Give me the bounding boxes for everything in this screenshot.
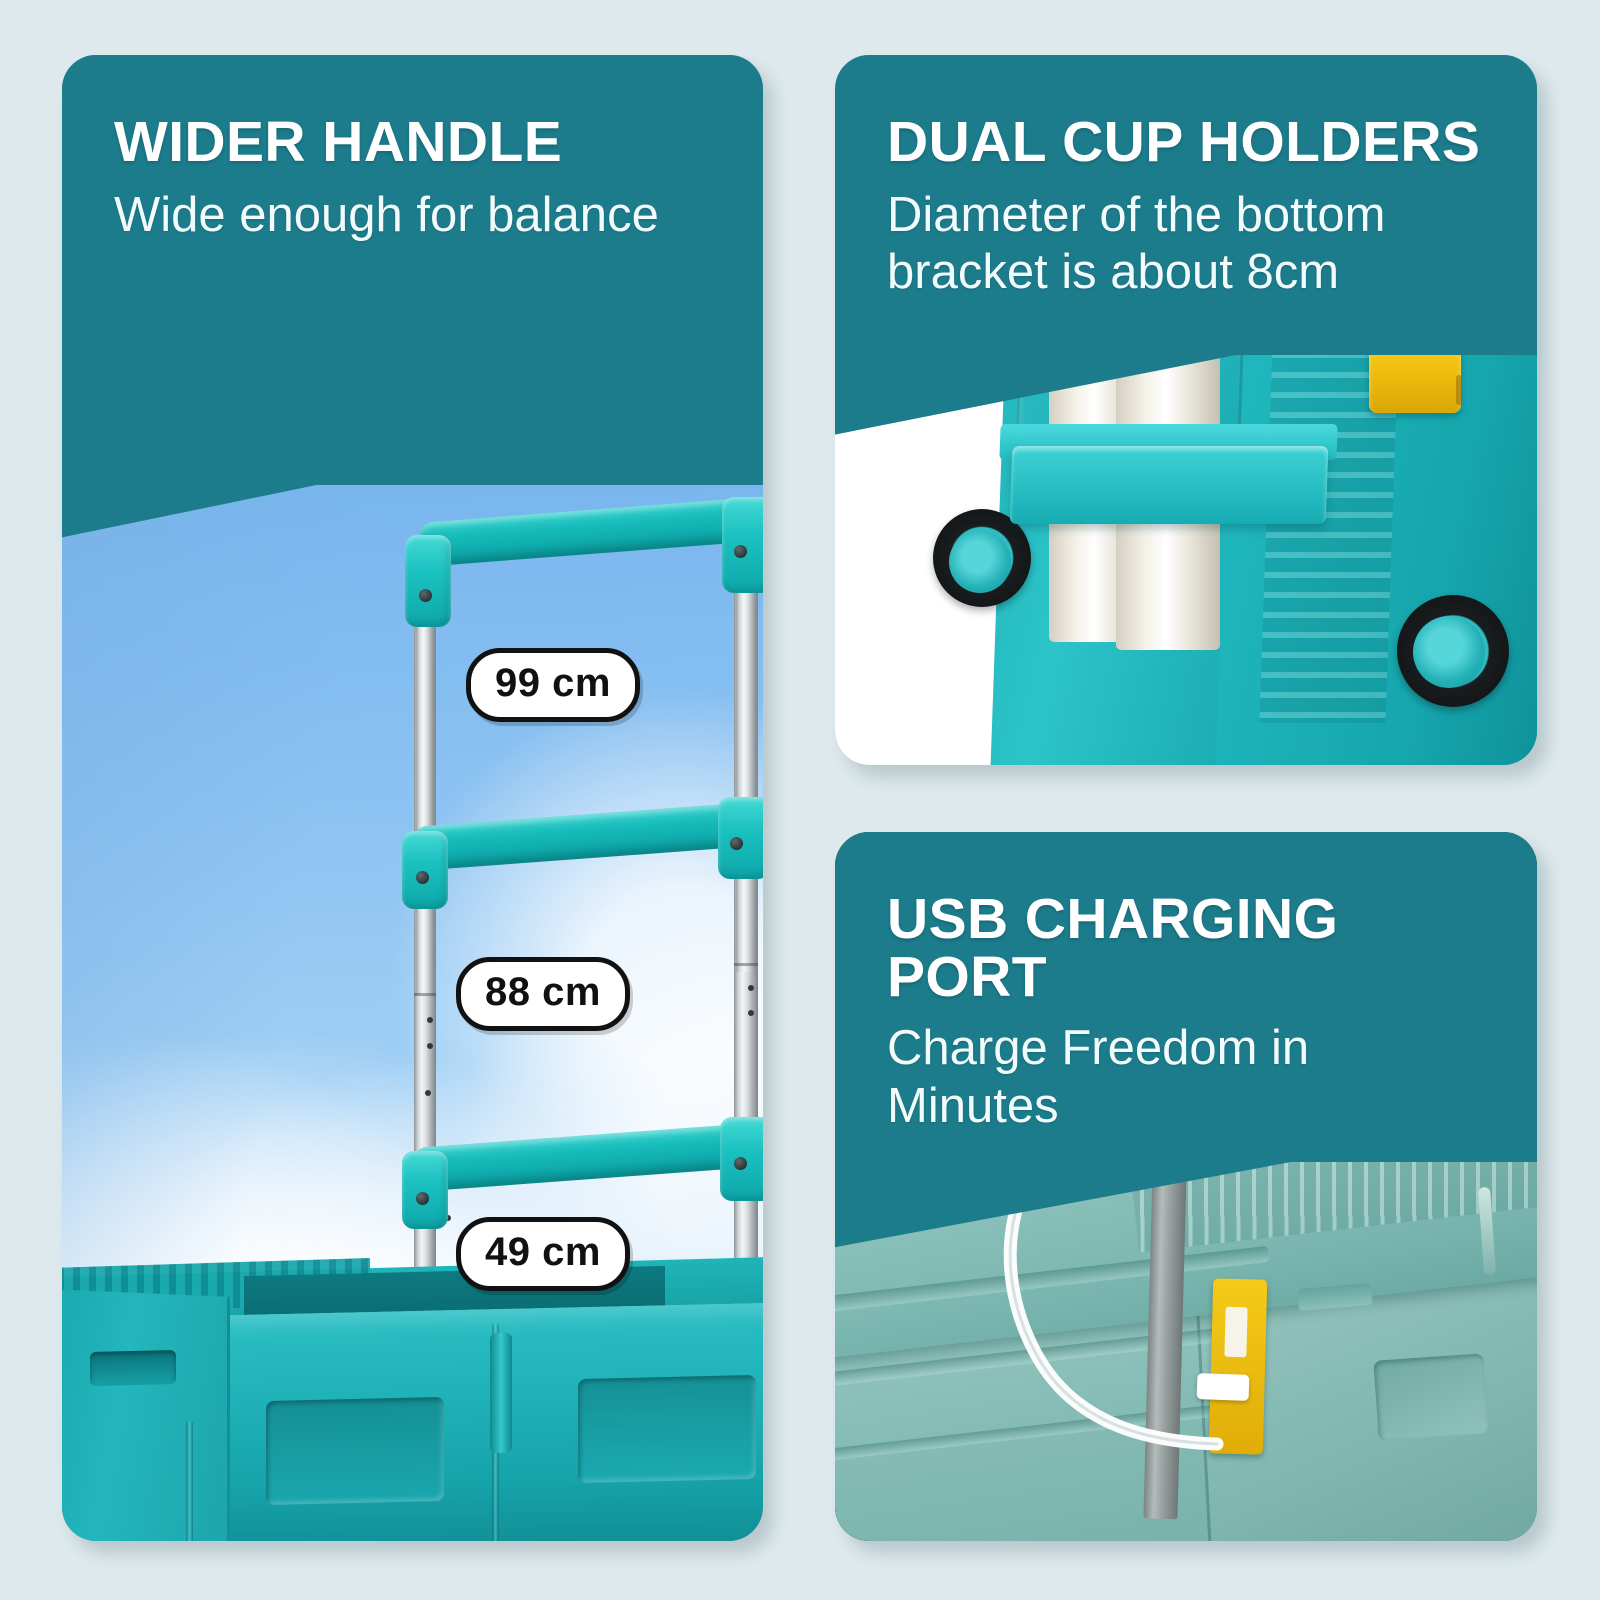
handle-grip-bar-middle [412, 802, 745, 871]
panel-subtitle-wider-handle: Wide enough for balance [114, 188, 659, 243]
usb-port-socket [1223, 1306, 1248, 1358]
panel-dual-cup-holders: DUAL CUP HOLDERS Diameter of the bottom … [835, 55, 1537, 765]
handle-pole-right-inner [736, 542, 756, 972]
telescoping-handle [62, 55, 763, 1541]
handle-screw-mid-right [730, 837, 743, 850]
handle-screw-top-right [734, 545, 747, 558]
cart-side-seam [186, 1420, 193, 1541]
handle-screw-bot-left [416, 1192, 429, 1205]
cart-front-recess-right [578, 1374, 756, 1484]
usb-cable-plug [1196, 1373, 1249, 1402]
handle-pole-left-dot-1 [427, 1017, 433, 1023]
handle-pole-right-dot-1 [748, 985, 754, 991]
handle-pole-left-dot-2 [427, 1043, 433, 1049]
header-dual-cup-holders: DUAL CUP HOLDERS Diameter of the bottom … [835, 55, 1537, 355]
header-usb-charging-port: USB CHARGING PORT Charge Freedom in Minu… [835, 832, 1537, 1162]
cart-front-recess-left [266, 1396, 444, 1506]
handle-pole-right-dot-2 [748, 1010, 754, 1016]
cup-cart-wheel-rear-hub [1413, 615, 1486, 688]
handle-pole-left-seam [414, 993, 436, 996]
handle-grip-bar-bottom [412, 1123, 751, 1192]
cup-holder-bracket [1009, 445, 1328, 524]
measurement-badge-49cm: 49 cm [456, 1217, 630, 1291]
panel-usb-charging-port: ⚡ USB CHARGING PORT Charge Freedom in Mi… [835, 832, 1537, 1541]
cup-cart-wheel-front-hub [948, 530, 1011, 593]
measurement-badge-88cm: 88 cm [456, 957, 630, 1031]
panel-subtitle-usb-charging-port: Charge Freedom in Minutes [887, 1021, 1310, 1133]
folding-cart-body [62, 1249, 763, 1541]
handle-pole-left-dot-3 [425, 1090, 431, 1096]
header-wider-handle: WIDER HANDLE Wide enough for balance [62, 55, 763, 485]
handle-grip-cap-bot-left [402, 1151, 448, 1229]
handle-screw-bot-right [734, 1157, 747, 1170]
panel-title-dual-cup-holders: DUAL CUP HOLDERS [887, 110, 1481, 174]
panel-subtitle-dual-cup-holders: Diameter of the bottom bracket is about … [887, 188, 1386, 300]
usb-port-yellow-flap [1208, 1277, 1267, 1455]
handle-pole-right-seam [734, 963, 758, 966]
usb-cart-side-recess [1372, 1352, 1489, 1441]
panel-wider-handle: WIDER HANDLE Wide enough for balance 99 … [62, 55, 763, 1541]
handle-screw-mid-left [416, 871, 429, 884]
panel-title-wider-handle: WIDER HANDLE [114, 110, 563, 174]
handle-grip-bar-top [418, 497, 751, 567]
handle-pole-left-dot-4 [445, 1215, 451, 1221]
handle-screw-top-left [419, 589, 432, 602]
panel-title-usb-charging-port: USB CHARGING PORT [887, 887, 1339, 1010]
cup-cart-latch-grip [1456, 374, 1463, 405]
cart-side-wall [62, 1289, 231, 1541]
cart-side-grip-slot [90, 1350, 176, 1386]
handle-pole-left-inner [416, 575, 434, 995]
cart-front-latch [490, 1332, 512, 1454]
handle-grip-cap-mid-left [402, 831, 448, 909]
handle-grip-cap-top-left [405, 535, 451, 627]
measurement-badge-99cm: 99 cm [466, 648, 640, 722]
